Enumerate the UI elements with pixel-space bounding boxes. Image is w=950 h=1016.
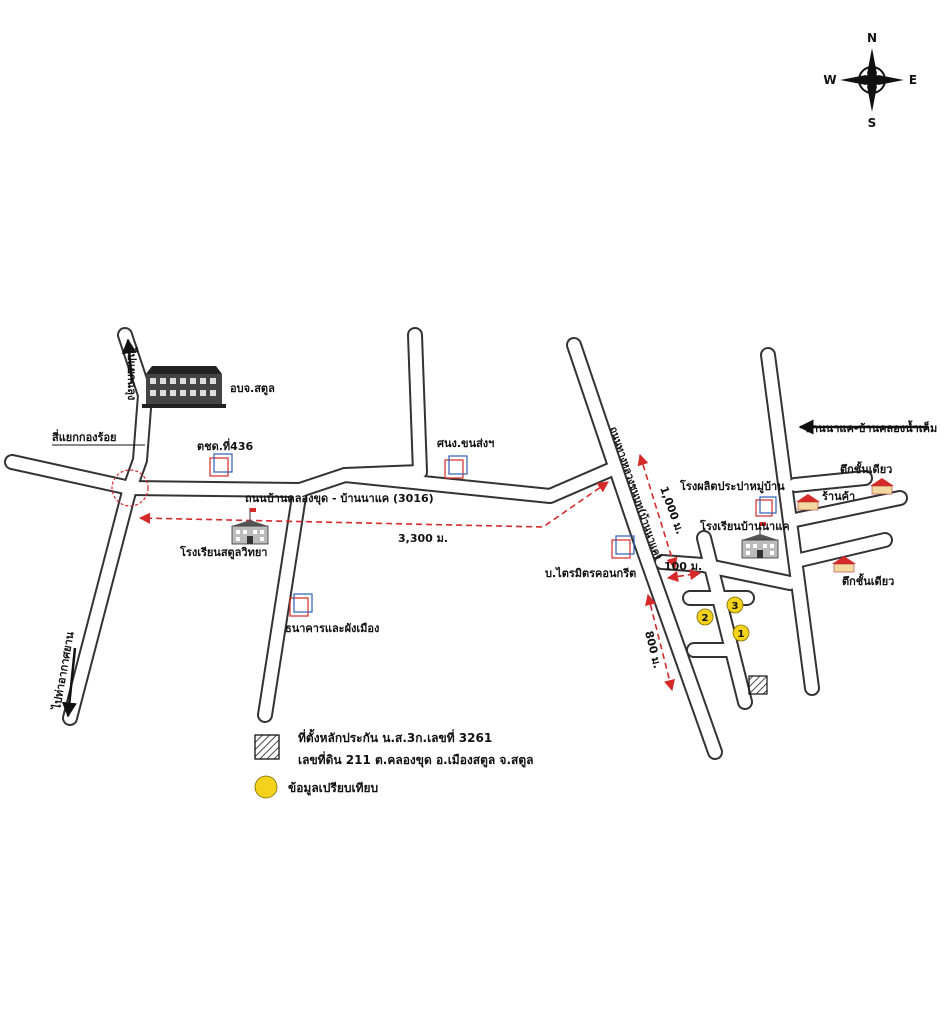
school-left-label: โรงเรียนสตูลวิทยา (179, 545, 267, 560)
svg-text:2: 2 (702, 613, 709, 624)
comparable-marker-3: 3 (726, 596, 744, 614)
concrete-company-icon (611, 535, 635, 559)
shophouse-top-label: ตึกชั้นเดียว (840, 461, 892, 476)
comparable-markers: 1 2 3 (696, 596, 750, 642)
distance-800-label: 800 ม. (642, 630, 664, 670)
office-top-label: ศนง.ขนส่งฯ (437, 437, 494, 450)
water-plant-icon (755, 496, 777, 517)
road-direction-arrows (61, 338, 928, 718)
office-top-icon (444, 455, 468, 479)
compass-rose: N S W E (823, 31, 917, 130)
distance-3300-label: 3,300 ม. (398, 532, 448, 545)
compass-north: N (867, 31, 877, 45)
legend-collateral-line2: เลขที่ดิน 211 ต.คลองขุด อ.เมืองสตูล จ.สต… (298, 751, 534, 768)
svg-text:3: 3 (732, 601, 739, 612)
school-left-icon (231, 508, 269, 545)
legend-collateral-line1: ที่ตั้งหลักประกัน น.ส.3ก.เลขที่ 3261 (298, 728, 492, 745)
house-icon (796, 494, 820, 511)
intersection-label: สี่แยกกองร้อย (52, 429, 117, 444)
svg-text:1: 1 (738, 629, 745, 640)
concrete-company-label: บ.ไตรมิตรคอนกรีต (545, 566, 636, 580)
office-mid-label: ธนาคารและผังเมือง (285, 622, 379, 635)
compass-east: E (909, 73, 917, 87)
house-icon (870, 478, 894, 495)
compass-south: S (868, 116, 877, 130)
post-436-icon (209, 453, 233, 477)
compass-west: W (823, 73, 836, 87)
comparable-marker-1: 1 (732, 624, 750, 642)
road-to-north-label: ไปแยกฉลุง (124, 346, 139, 400)
main-road-label: ถนนบ้านคลองขุด - บ้านนาแค (3016) (245, 492, 434, 506)
post-436-label: ตชด.ที่436 (197, 438, 253, 453)
distance-routes (138, 453, 702, 692)
collateral-parcel (748, 675, 768, 695)
house-icons (796, 478, 894, 573)
legend-comparable-swatch (254, 775, 278, 799)
legend-collateral-swatch (254, 734, 280, 760)
road-network (4, 327, 908, 760)
shop-label: ร้านค้า (822, 490, 855, 503)
water-plant-label: โรงผลิตประปาหมู่บ้าน (679, 479, 785, 494)
shophouse-bottom-label: ตึกชั้นเดียว (842, 573, 894, 588)
office-mid-icon (289, 593, 313, 617)
comparable-marker-2: 2 (696, 608, 714, 626)
provincial-office-building-icon (142, 366, 226, 408)
distance-100-label: 100 ม. (664, 560, 702, 573)
school-right-label: โรงเรียนบ้านนาแค (699, 519, 790, 533)
east-road-label: บ้านนาแค-บ้านคลองน้ำเค็ม (805, 420, 937, 435)
building-square-icons (209, 453, 777, 617)
legend: ที่ตั้งหลักประกัน น.ส.3ก.เลขที่ 3261 เลข… (254, 728, 534, 799)
provincial-office-label: อบจ.สตูล (230, 382, 275, 396)
school-right-icon (741, 522, 779, 559)
legend-comparable-label: ข้อมูลเปรียบเทียบ (288, 781, 378, 796)
house-icon (832, 556, 856, 573)
